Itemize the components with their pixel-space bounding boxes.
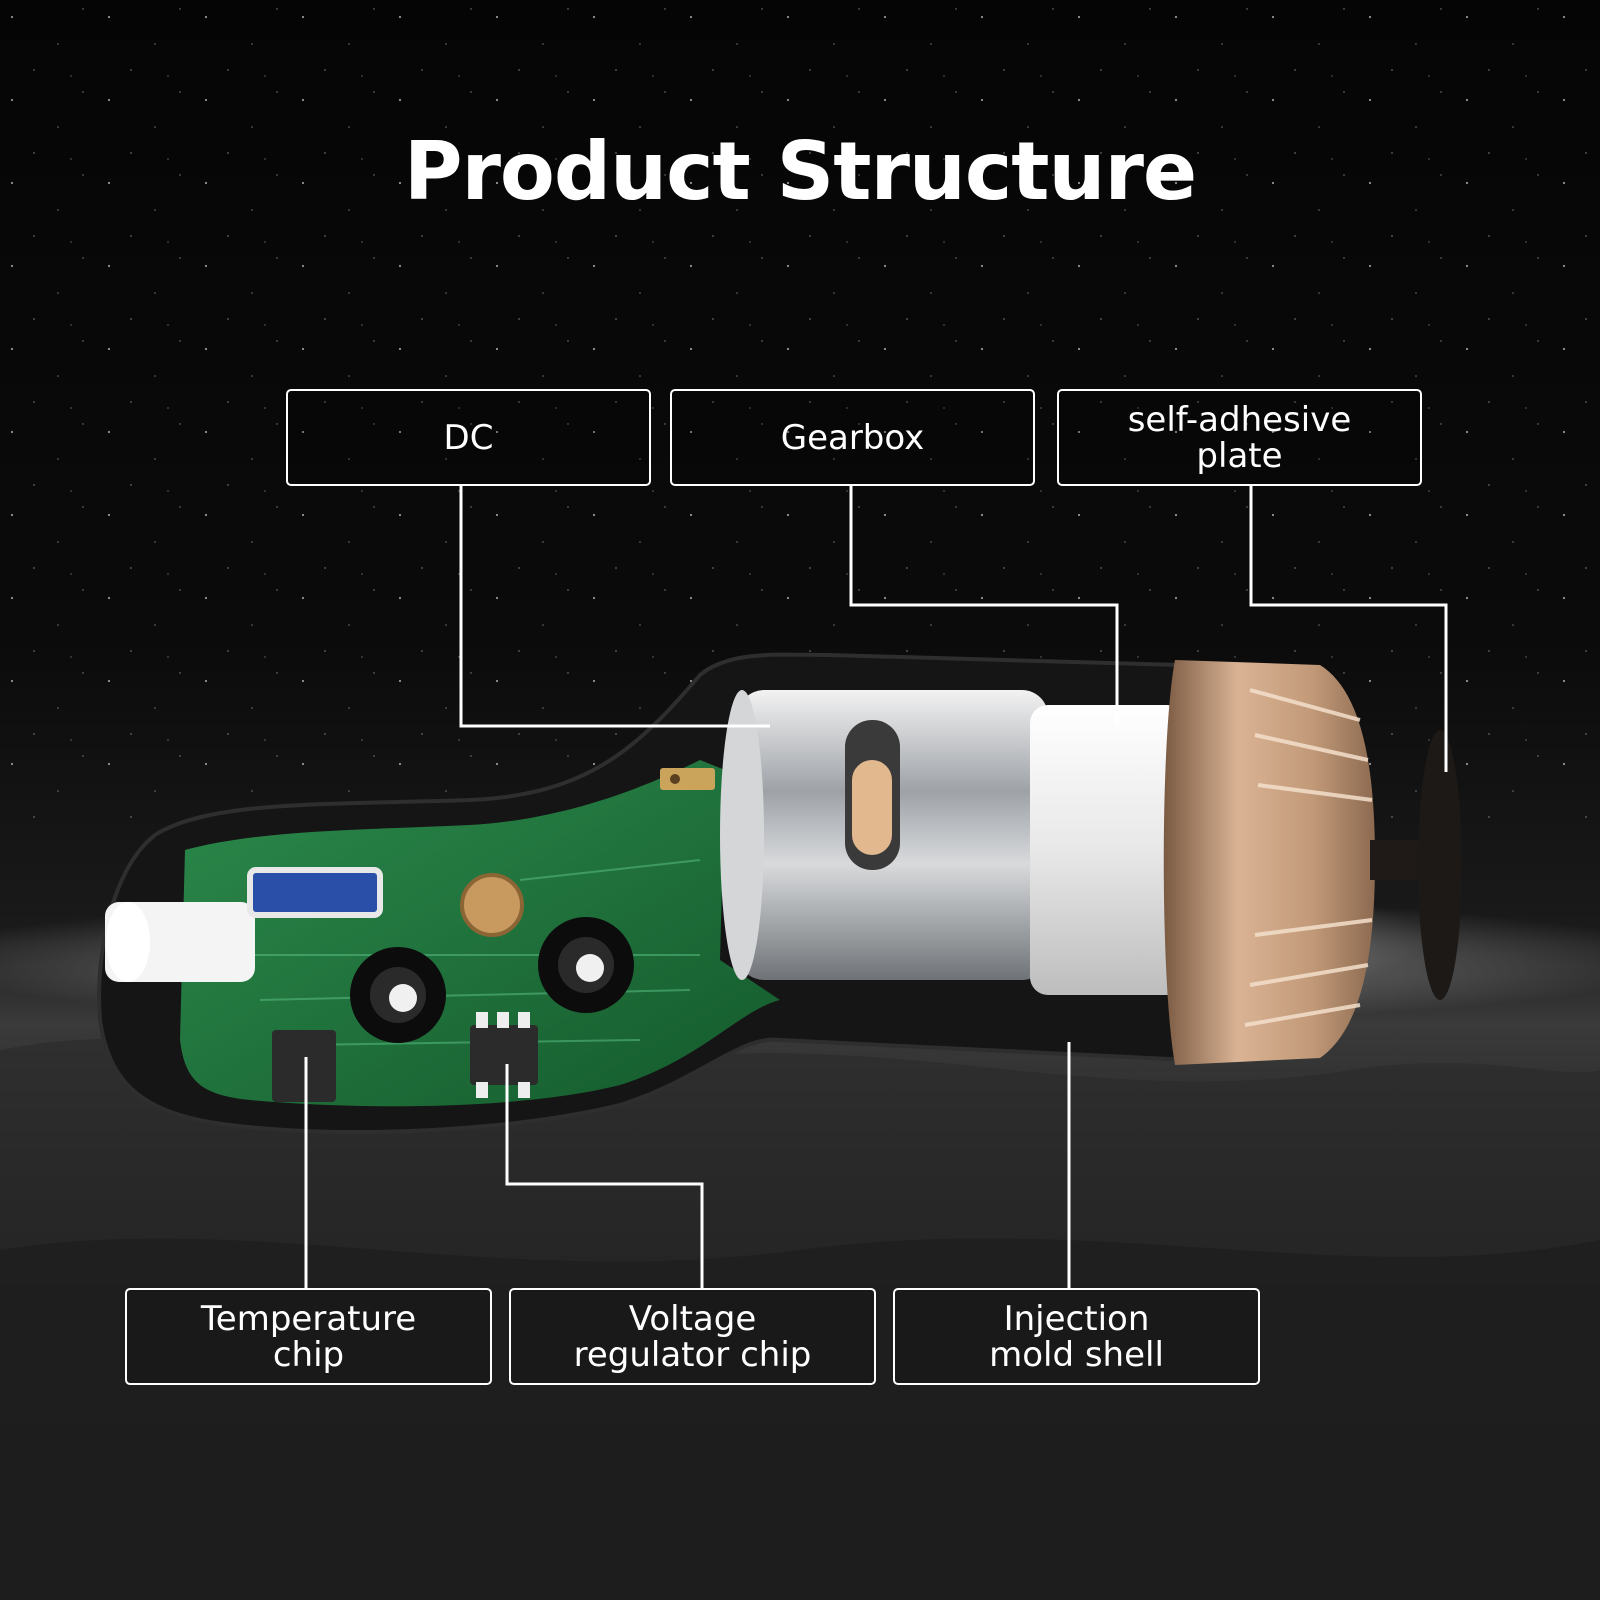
label-injection-mold-shell: Injection mold shell <box>893 1288 1260 1385</box>
label-gearbox-text: Gearbox <box>780 417 925 458</box>
label-self-adhesive-plate-text: self-adhesive plate <box>1127 399 1352 476</box>
label-injection-mold-shell-text: Injection mold shell <box>989 1298 1164 1375</box>
voltage-regulator-chip-leader-line <box>505 1064 704 1288</box>
page-title: Product Structure <box>403 125 1197 218</box>
gearbox-component <box>1030 705 1185 995</box>
label-temperature-chip-text: Temperature chip <box>200 1298 417 1375</box>
dc-leader-line <box>459 485 770 728</box>
label-voltage-regulator-chip-text: Voltage regulator chip <box>573 1298 812 1375</box>
label-voltage-regulator-chip: Voltage regulator chip <box>509 1288 876 1385</box>
cloud-layer-lower <box>0 1238 1600 1600</box>
label-gearbox: Gearbox <box>670 389 1035 486</box>
gearbox-leader-line <box>849 485 1119 725</box>
label-self-adhesive-plate: self-adhesive plate <box>1057 389 1422 486</box>
self-adhesive-plate-component <box>1370 730 1462 1000</box>
gold-cap <box>1163 660 1375 1065</box>
pcb-vent-left <box>350 947 446 1043</box>
self-adhesive-plate-leader-line <box>1249 485 1448 772</box>
temperature-chip-component <box>272 1030 336 1102</box>
leader-lines <box>304 485 1448 1288</box>
label-dc-text: DC <box>443 417 494 458</box>
dc-motor <box>660 690 1048 980</box>
label-temperature-chip: Temperature chip <box>125 1288 492 1385</box>
voltage-regulator-chip-component <box>470 1012 538 1098</box>
capacitor <box>460 873 524 937</box>
pcb-vent-right <box>538 917 634 1013</box>
label-dc: DC <box>286 389 651 486</box>
blue-component <box>247 867 383 918</box>
